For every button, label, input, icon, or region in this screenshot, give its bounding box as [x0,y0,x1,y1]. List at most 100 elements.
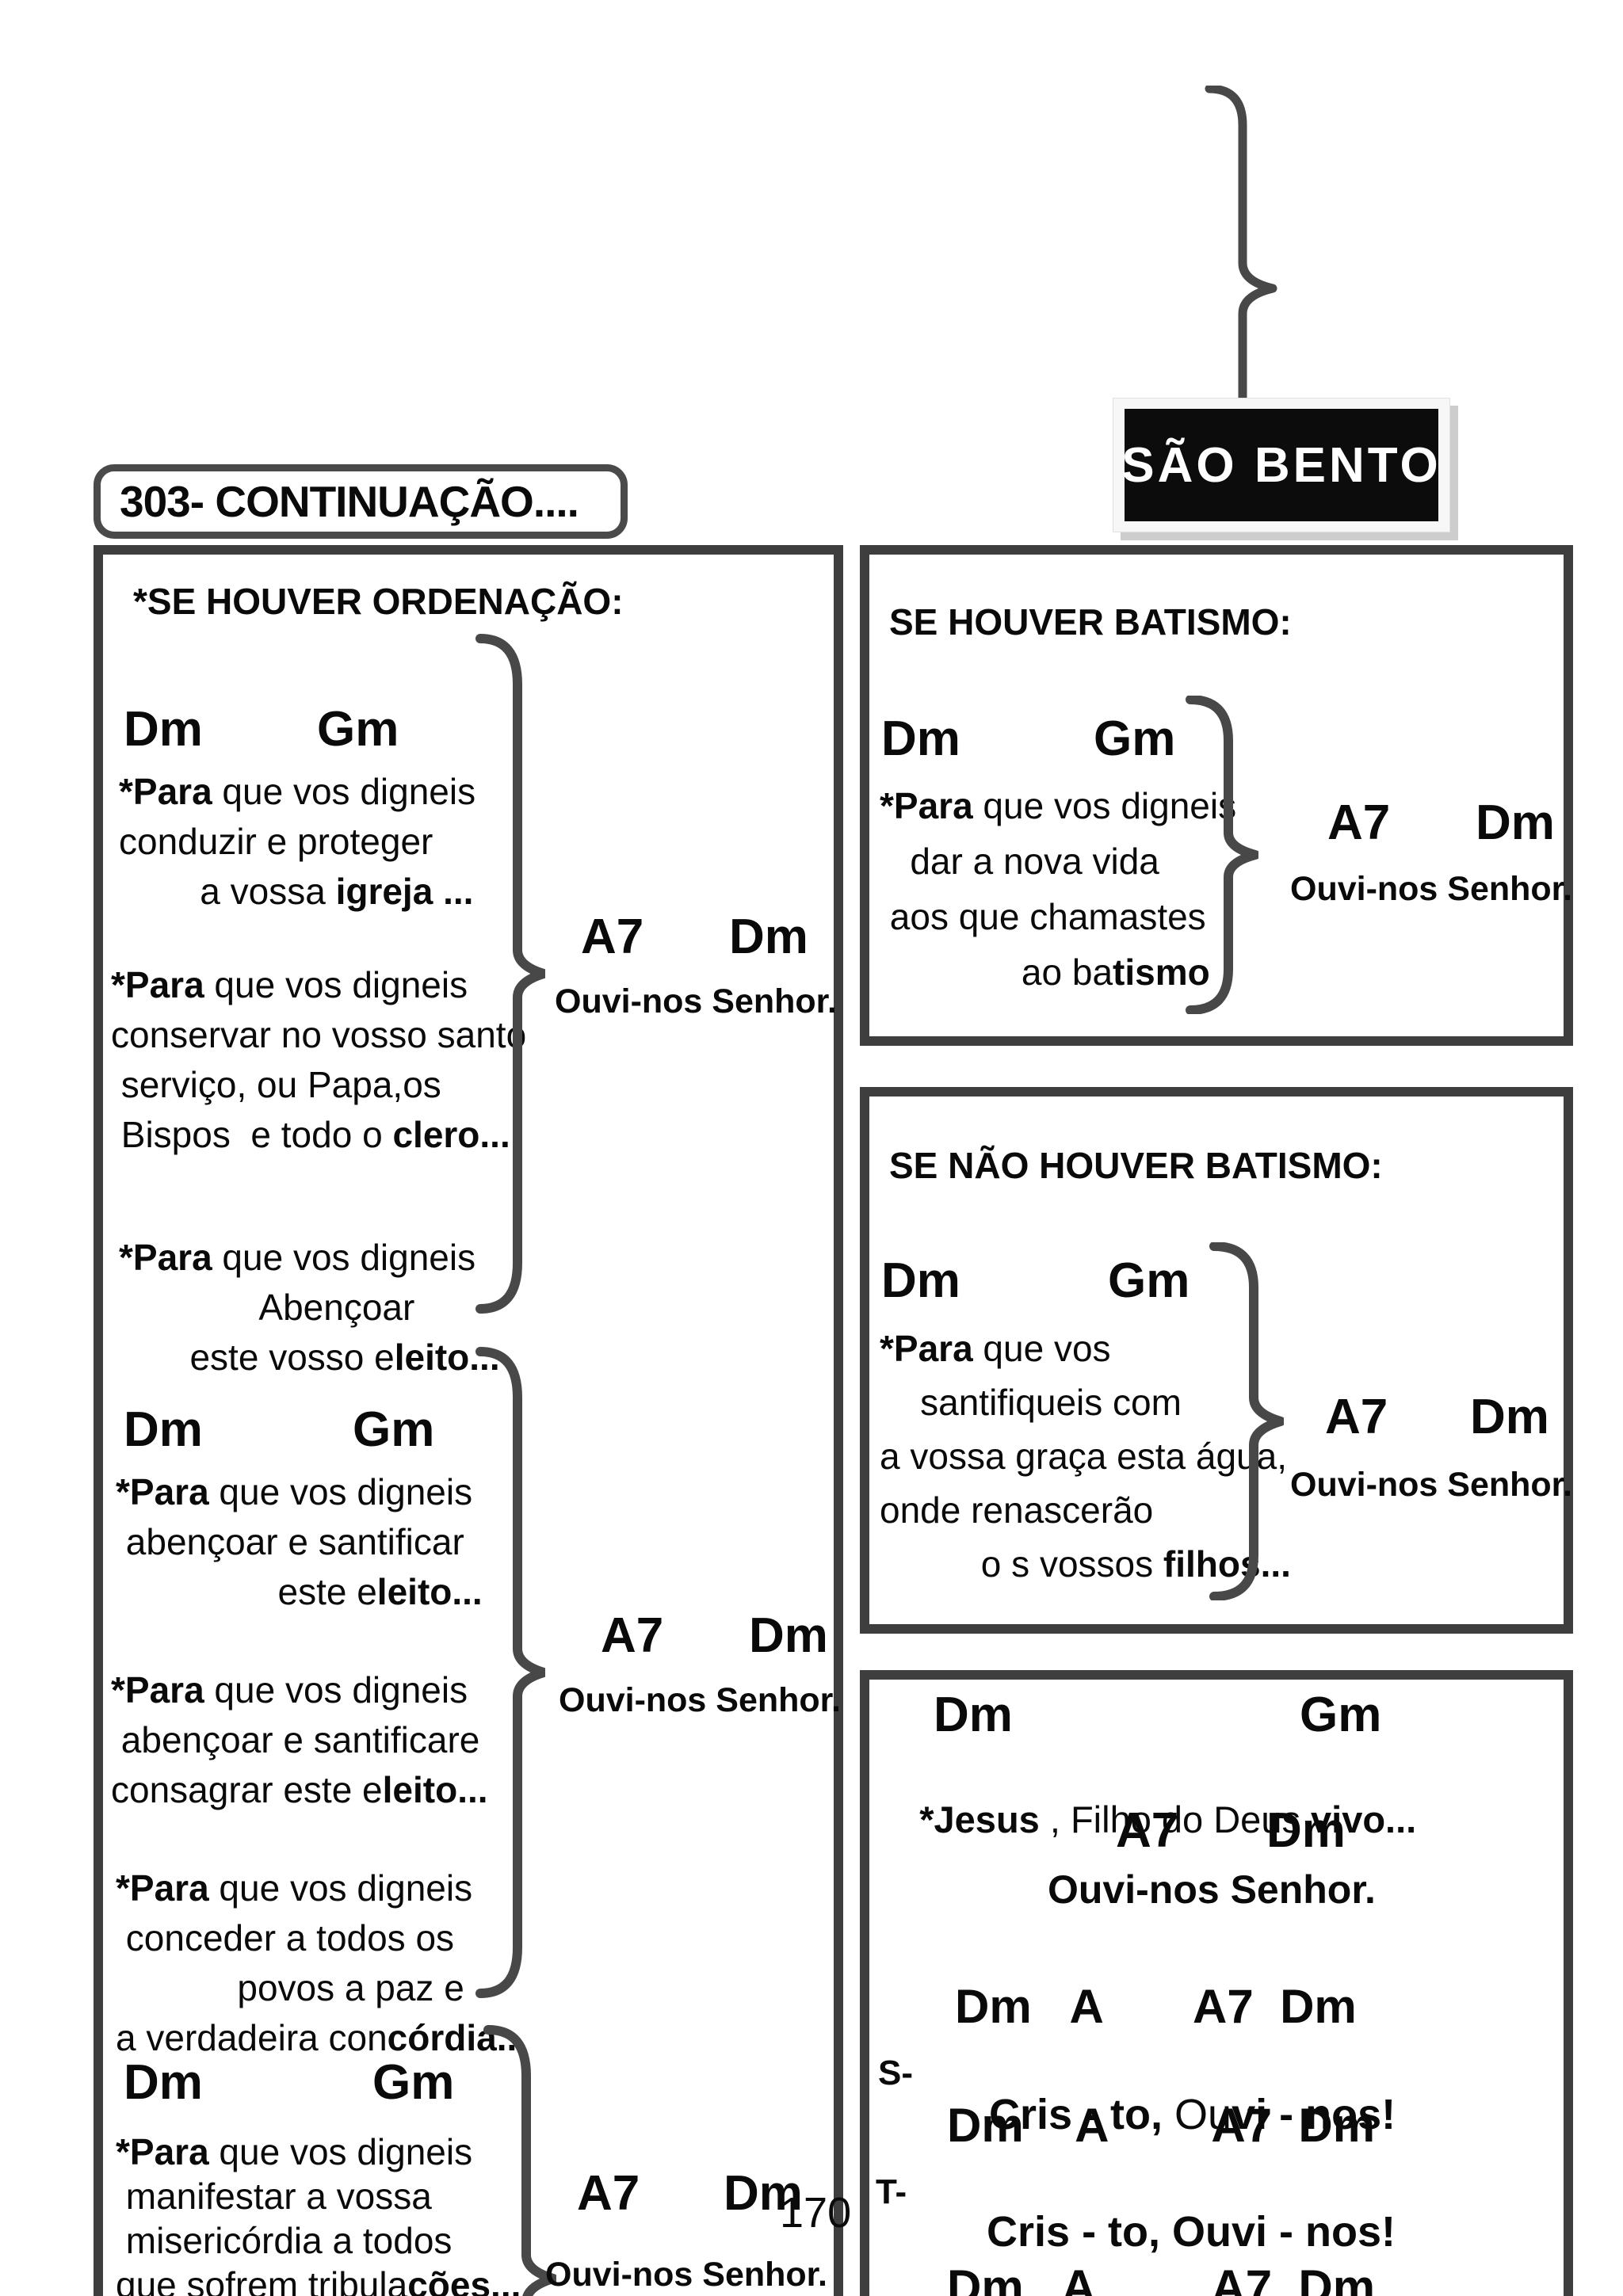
verse: *Para que vos digneis conservar no vosso… [111,960,526,1160]
lyric-segment: dar a nova vida [880,841,1159,882]
lyric-segment: conservar no vosso santo [111,1014,527,1055]
chord-dm: Dm [881,711,960,766]
lyric-segment: *Para [111,1669,204,1711]
response-text: Ouvi-nos Senhor. [545,2256,827,2294]
top-curly-brace-icon [1205,86,1277,402]
chord-gm: Gm [1094,711,1176,766]
lyric-segment: que vos digneis [972,785,1237,826]
lyric-segment: consagrar este e [111,1769,383,1810]
lyric-line: misericórdia a todos [116,2218,521,2263]
chord-dm: Dm [124,702,203,757]
lyric-line: abençoar e santificar [116,1517,483,1567]
lyric-segment: este e [116,1571,377,1612]
lyric-line: *Para que vos digneis [111,1665,488,1715]
verse: *Para que vos digneis Abençoar este voss… [119,1233,500,1383]
lyric-segment: manifestar a vossa [116,2176,432,2217]
lyric-segment: abençoar e santificar [116,1521,464,1562]
lyric-segment: ções... [407,2264,521,2296]
lyric-line: *Para que vos digneis [111,960,526,1010]
lyric-segment: *Para [880,785,973,826]
page-number: 170 [780,2189,852,2237]
lyric-segment: povos a paz e [116,1967,464,2008]
chord-gm: Gm [1300,1688,1382,1742]
lyric-line: este eleito... [116,1567,483,1617]
lyric-segment: tismo [1113,952,1210,993]
lyric-line: consagrar este eleito... [111,1765,488,1815]
curly-brace-icon [483,2025,556,2296]
lyric-line: manifestar a vossa [116,2174,521,2218]
lyric-line: onde renascerão [880,1483,1291,1537]
lyric-segment: que vos digneis [212,1237,476,1278]
chord-dm: Dm [724,2166,803,2221]
chord-a7: A7 [1327,795,1391,850]
sao-bento-badge: SÃO BENTO [1113,398,1450,532]
jesus-section-box [860,1670,1573,2296]
lyric-segment: conceder a todos os [116,1917,455,1958]
lyric-line: este vosso eleito... [119,1333,500,1383]
sao-bento-label: SÃO BENTO [1121,437,1442,493]
verse: *Para que vos digneis abençoar e santifi… [111,1665,488,1815]
lyric-segment: que vos digneis [208,2131,473,2172]
chord-dm: Dm [1470,1390,1549,1444]
lyric-line: *Para que vos digneis [119,1233,500,1283]
lyric-segment: , Filho do Deus [1039,1798,1312,1840]
lyric-line: *Para que vos [880,1322,1291,1375]
lyric-line: aos que chamastes [880,889,1236,944]
lyric-segment: aos que chamastes [880,896,1206,937]
voice-prefix-s: S- [878,2054,913,2092]
lyric-segment: onde renascerão [880,1489,1154,1531]
lyric-segment: leito... [376,1571,483,1612]
verse: *Para que vos digneis conduzir e protege… [119,767,475,917]
chord-dm: Dm [749,1608,828,1663]
lyric-line: santifiqueis com [880,1375,1291,1429]
lyric-segment: córdia... [387,2017,528,2058]
verse: *Para que vos digneis abençoar e santifi… [116,1467,483,1617]
verse: *Para que vos digneis conceder a todos o… [116,1863,527,2063]
chord-a7: A7 [1325,1390,1388,1444]
lyric-line: conservar no vosso santo [111,1010,526,1060]
lyric-segment: *Para [116,1471,209,1512]
lyric-segment: igreja ... [335,871,474,912]
chord-dm: Dm [934,1688,1013,1742]
curly-brace-icon [1186,696,1258,1014]
chord-gm: Gm [317,702,399,757]
lyric-segment: o s vossos [880,1543,1163,1585]
lyric-line: dar a nova vida [880,833,1236,889]
baptism-heading: SE HOUVER BATISMO: [889,601,1292,643]
lyric-line: a vossa graça esta água, [880,1429,1291,1483]
lyric-segment: *Para [119,1237,212,1278]
lyric-segment: *Jesus [919,1798,1040,1840]
lyric-segment: Bispos e todo o [111,1114,393,1155]
lyric-line: a verdadeira concórdia... [116,2013,527,2063]
lyric-segment: abençoar e santificare [111,1719,480,1760]
lyric-line: *Para que vos digneis [116,1467,483,1517]
song-number-title-box: 303- CONTINUAÇÃO.... [94,464,628,539]
lyric-line: conceder a todos os [116,1913,527,1963]
lyric-segment: *Para [111,964,204,1005]
lyric-line: *Para que vos digneis [119,767,475,817]
response-text: Ouvi-nos Senhor. [555,982,837,1020]
lyric-segment: clero... [392,1114,510,1155]
lyric-line: que sofrem tribulações... [116,2263,521,2296]
lyric-line: o s vossos filhos... [880,1537,1291,1591]
lyric-segment: que vos digneis [204,964,468,1005]
lyric-line: a vossa igreja ... [119,867,475,917]
lyric-segment: Ou [1163,2091,1232,2138]
lyric-segment: ao ba [880,952,1113,993]
chord-a7: A7 [601,1608,664,1663]
lyric-segment: vivo... [1311,1798,1417,1840]
verse: *Para que vos digneis manifestar a vossa… [116,2130,521,2296]
curly-brace-icon [475,1347,545,1998]
chord-dm: Dm [1266,1803,1346,1858]
lyric-segment: que vos digneis [204,1669,468,1711]
no-baptism-heading: SE NÃO HOUVER BATISMO: [889,1145,1383,1186]
response-text: Ouvi-nos Senhor. [1290,870,1572,908]
curly-brace-icon [1209,1242,1284,1600]
lyric-segment: leito... [394,1337,500,1378]
chord-dm: Dm [124,2055,203,2110]
response-text: Ouvi-nos Senhor. [559,1681,841,1719]
lyric-segment: *Para [880,1328,973,1369]
lyric-line: Cris - to, Ouvi - nos! [939,2158,1396,2296]
lyric-segment: que sofrem tribula [116,2264,408,2296]
